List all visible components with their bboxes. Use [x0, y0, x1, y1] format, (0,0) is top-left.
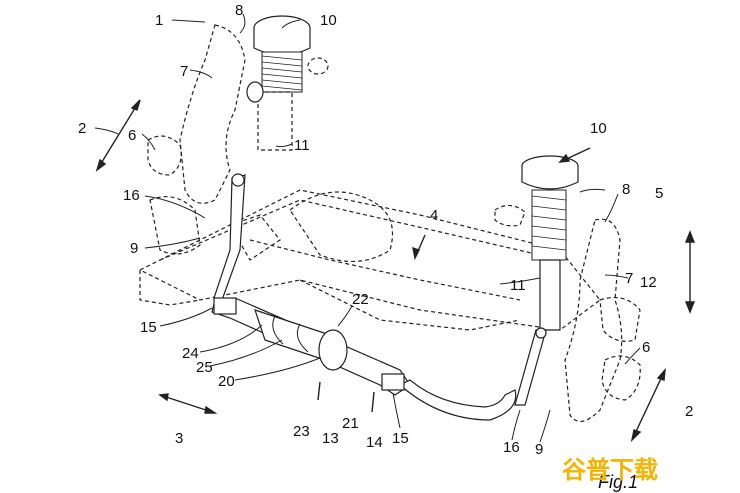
left-knuckle [147, 24, 246, 255]
right-knuckle [564, 218, 641, 422]
label-21: 21 [342, 415, 359, 432]
label-12: 12 [640, 274, 657, 291]
label-1: 1 [155, 12, 163, 29]
label-10b: 10 [590, 120, 607, 137]
label-11b: 11 [510, 277, 526, 294]
right-strut [494, 155, 579, 331]
label-16: 16 [123, 187, 140, 204]
label-24: 24 [182, 345, 199, 362]
reference-numerals: 1 8 10 7 2 6 11 16 9 15 24 25 20 3 22 4 … [78, 2, 693, 458]
label-8: 8 [235, 2, 243, 19]
watermark-logo: 谷普下载 [562, 456, 658, 484]
label-20: 20 [218, 373, 235, 390]
left-strut [246, 15, 329, 151]
right-stabilizer-link [514, 327, 547, 406]
figure-caption: Fig.1 [598, 472, 638, 492]
label-15: 15 [140, 319, 157, 336]
label-13: 13 [322, 430, 339, 447]
label-6: 6 [128, 127, 136, 144]
subframe [138, 189, 601, 331]
label-8b: 8 [622, 181, 630, 198]
label-3: 3 [175, 430, 183, 447]
actuator [254, 309, 348, 371]
label-5: 5 [655, 185, 663, 202]
label-22: 22 [352, 291, 369, 308]
label-7: 7 [180, 63, 188, 80]
label-23: 23 [293, 423, 310, 440]
leader-lines [94, 13, 641, 443]
label-10: 10 [320, 12, 337, 29]
label-6b: 6 [642, 339, 650, 356]
label-14: 14 [366, 434, 383, 451]
label-11: 11 [294, 137, 310, 154]
left-stabilizer-link [213, 173, 246, 301]
label-9b: 9 [535, 441, 543, 458]
label-2: 2 [78, 120, 86, 137]
label-15b: 15 [392, 430, 409, 447]
label-25: 25 [196, 359, 213, 376]
label-2b: 2 [685, 403, 693, 420]
label-9: 9 [130, 240, 138, 257]
direction-arrows [95, 99, 696, 443]
label-4: 4 [430, 207, 438, 224]
label-7b: 7 [625, 270, 633, 287]
label-16b: 16 [503, 439, 520, 456]
